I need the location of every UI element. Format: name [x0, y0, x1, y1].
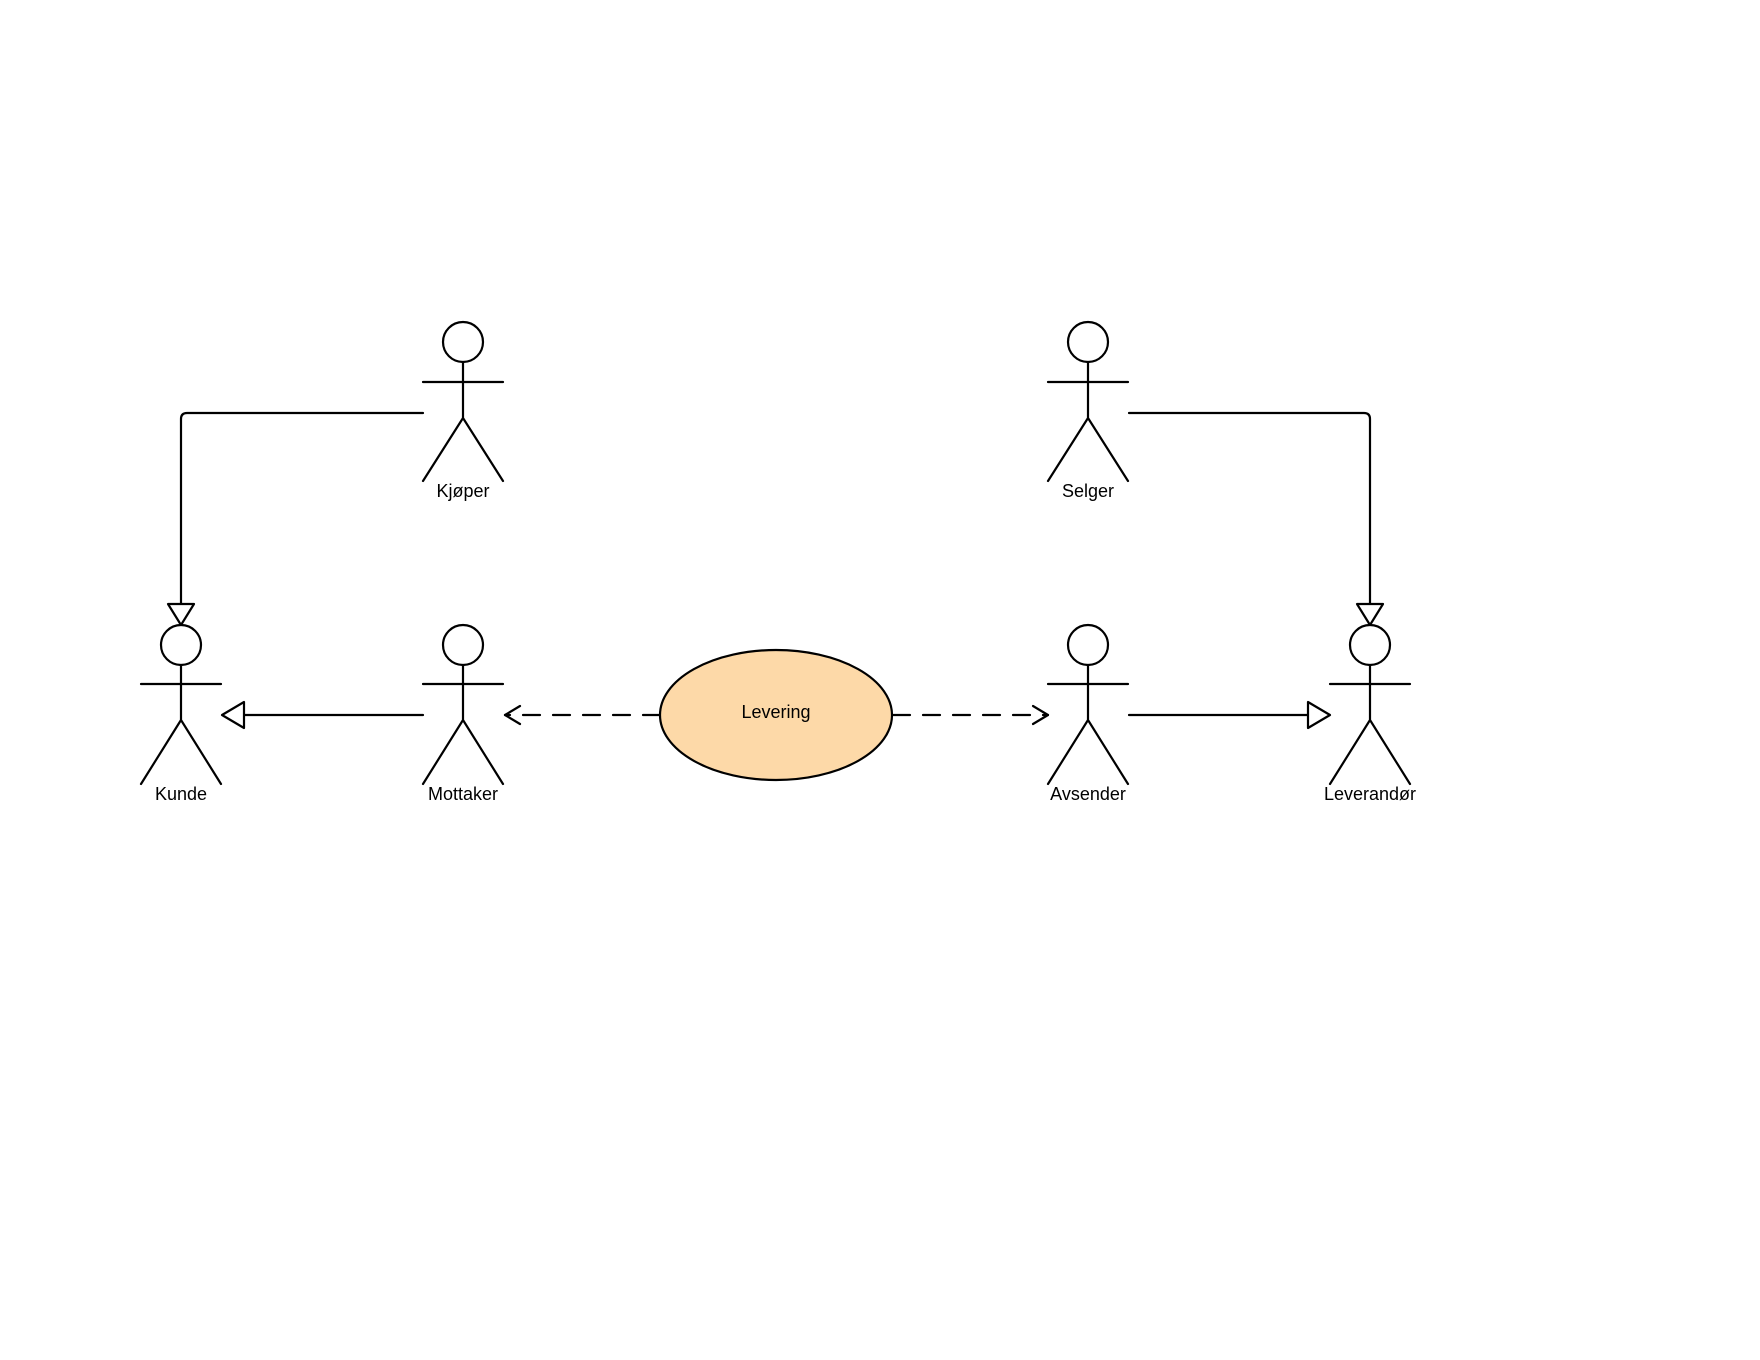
open-arrowhead-mottaker: [503, 704, 522, 726]
actor-label-kunde: Kunde: [155, 784, 207, 804]
generalization-arrowhead-kunde-left: [220, 700, 246, 730]
actor-mottaker[interactable]: Mottaker: [421, 623, 505, 804]
actor-head: [1348, 623, 1392, 667]
actor-label-selger: Selger: [1062, 481, 1114, 501]
actor-label-kjoper: Kjøper: [436, 481, 489, 501]
actor-label-mottaker: Mottaker: [428, 784, 498, 804]
actor-selger[interactable]: Selger: [1046, 320, 1130, 501]
actor-head: [1066, 320, 1110, 364]
actor-body: [1046, 663, 1130, 786]
usecase-levering[interactable]: Levering: [658, 648, 894, 782]
actor-leverandor[interactable]: Leverandør: [1324, 623, 1416, 804]
actor-avsender[interactable]: Avsender: [1046, 623, 1130, 804]
open-arrowhead-avsender: [1031, 704, 1050, 726]
actor-body: [139, 663, 223, 786]
actor-body: [1328, 663, 1412, 786]
actor-head: [1066, 623, 1110, 667]
generalization-arrowhead-kunde: [166, 602, 196, 627]
generalization-arrowhead-leverandor-top: [1355, 602, 1385, 627]
actor-body: [1046, 360, 1130, 483]
usecase-label-levering: Levering: [741, 702, 810, 722]
actor-head: [441, 623, 485, 667]
generalization-arrowhead-leverandor-left: [1306, 700, 1332, 730]
usecase-ellipse: [658, 648, 894, 782]
actor-body: [421, 663, 505, 786]
actor-body: [421, 360, 505, 483]
actor-head: [159, 623, 203, 667]
actor-label-leverandor: Leverandør: [1324, 784, 1416, 804]
actor-kjoper[interactable]: Kjøper: [421, 320, 505, 501]
connector-kjoper-to-kunde[interactable]: [179, 411, 425, 606]
connector-selger-to-leverandor[interactable]: [1127, 411, 1372, 606]
actor-head: [441, 320, 485, 364]
actor-kunde[interactable]: Kunde: [139, 623, 223, 804]
actor-label-avsender: Avsender: [1050, 784, 1126, 804]
